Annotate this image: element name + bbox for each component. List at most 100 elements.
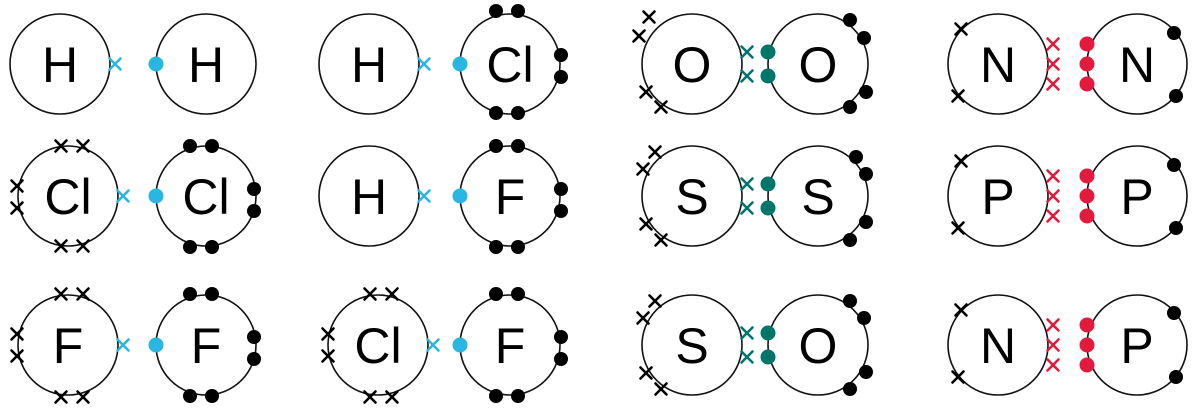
lone-cross: [632, 29, 646, 43]
lone-electrons-right: [843, 150, 873, 247]
lone-electron: [511, 106, 525, 120]
lone-cross: [636, 311, 650, 325]
lone-electron: [511, 139, 525, 153]
right-atom-shell: [767, 294, 869, 396]
shared-dot-electron: [148, 337, 164, 353]
left-atom-shell: [641, 294, 743, 396]
right-atom-symbol: P: [1120, 318, 1153, 374]
lone-electron: [247, 330, 261, 344]
lone-electron: [183, 287, 197, 301]
shared-dot-electron: [452, 188, 468, 204]
left-atom-shell: [641, 13, 743, 115]
lone-cross: [76, 139, 90, 153]
shared-cross-electron: [1046, 358, 1060, 372]
left-atom-shell: [318, 13, 420, 115]
lone-cross: [639, 217, 653, 231]
lone-electron: [843, 233, 857, 247]
shared-cross-electron: [740, 45, 754, 59]
lone-electron: [1169, 370, 1183, 384]
lone-cross: [10, 349, 24, 363]
shared-dot-electron: [760, 200, 776, 216]
lone-electrons-left: [951, 303, 968, 384]
molecule-s-s: S S: [636, 145, 873, 247]
lone-electron: [857, 31, 871, 45]
lone-electron: [247, 204, 261, 218]
lone-cross: [954, 154, 968, 168]
lone-electron: [489, 240, 503, 254]
lone-cross: [648, 294, 662, 308]
lone-electrons-right: [183, 139, 261, 254]
lone-electron: [183, 240, 197, 254]
right-atom-shell: [767, 13, 869, 115]
lone-cross: [648, 145, 662, 159]
molecule-cl-f: Cl F: [321, 287, 568, 404]
molecule-f-f: F F: [10, 287, 261, 404]
lone-electron: [511, 4, 525, 18]
left-atom-symbol: P: [981, 169, 1014, 225]
lone-cross: [54, 390, 68, 404]
lone-electron: [489, 4, 503, 18]
lone-electron: [183, 139, 197, 153]
right-atom-symbol: S: [801, 169, 834, 225]
right-atom-symbol: Cl: [182, 169, 229, 225]
lone-electron: [205, 389, 219, 403]
shared-electrons: [1046, 36, 1095, 92]
lone-cross: [363, 390, 377, 404]
lone-cross: [76, 287, 90, 301]
lone-cross: [954, 22, 968, 36]
molecule-o-o: O O: [632, 10, 873, 115]
lone-electron: [1169, 89, 1183, 103]
lone-electron: [489, 287, 503, 301]
lone-electron: [1167, 26, 1181, 40]
lone-electrons-right: [1167, 158, 1183, 235]
lone-cross: [654, 382, 668, 396]
lone-electron: [247, 182, 261, 196]
shared-dot-electron: [452, 337, 468, 353]
lone-electron: [859, 365, 873, 379]
left-atom-symbol: N: [980, 37, 1016, 93]
left-atom-symbol: S: [675, 318, 708, 374]
shared-dot-electron: [1079, 317, 1095, 333]
shared-cross-electron: [116, 189, 130, 203]
shared-dot-electron: [1079, 168, 1095, 184]
left-atom-shell: [947, 294, 1049, 396]
molecule-n-p: N P: [947, 294, 1188, 396]
shared-electrons: [740, 325, 776, 365]
shared-cross-electron: [740, 69, 754, 83]
left-atom-shell: [327, 294, 429, 396]
lone-electrons-left: [10, 139, 90, 253]
lone-cross: [76, 239, 90, 253]
left-atom-symbol: N: [980, 318, 1016, 374]
left-atom-symbol: Cl: [354, 318, 401, 374]
lone-cross: [10, 179, 24, 193]
lone-electron: [511, 389, 525, 403]
left-atom-symbol: F: [53, 318, 84, 374]
lone-electrons-left: [951, 22, 968, 103]
lone-electron: [1167, 158, 1181, 172]
lone-electrons-left: [951, 154, 968, 235]
molecule-h-f: H F: [318, 139, 568, 254]
shared-dot-electron: [148, 56, 164, 72]
left-atom-symbol: H: [351, 37, 387, 93]
shared-dot-electron: [1079, 357, 1095, 373]
shared-cross-electron: [1046, 318, 1060, 332]
lone-electron: [849, 150, 863, 164]
lone-cross: [363, 287, 377, 301]
left-atom-shell: [947, 145, 1049, 247]
lone-electron: [489, 139, 503, 153]
shared-electrons: [740, 44, 776, 84]
shared-electrons: [1046, 168, 1095, 224]
shared-cross-electron: [740, 326, 754, 340]
shared-cross-electron: [1046, 209, 1060, 223]
right-atom-symbol: F: [495, 318, 526, 374]
shared-electrons: [1046, 317, 1095, 373]
lone-electron: [554, 204, 568, 218]
shared-cross-electron: [1046, 189, 1060, 203]
lone-electron: [1169, 221, 1183, 235]
lone-electrons-left: [10, 287, 90, 404]
lone-cross: [321, 327, 335, 341]
lone-electron: [843, 294, 857, 308]
shared-electrons: [417, 188, 468, 204]
lone-electron: [205, 240, 219, 254]
